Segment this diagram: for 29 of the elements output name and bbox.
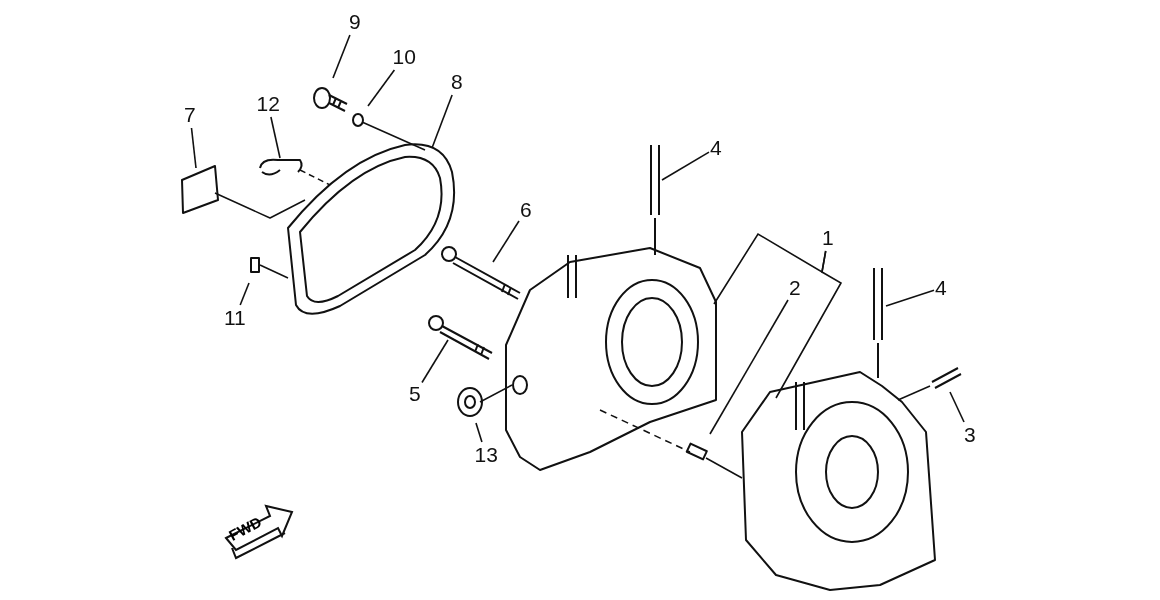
leader-line [709,299,789,435]
callout-number: 12 [256,92,280,116]
leader-line [475,422,483,443]
callout-number: 9 [349,10,361,34]
callout-number: 6 [520,198,532,222]
leader-line [367,69,396,107]
callout-number: 7 [184,103,196,127]
leader-line [431,94,453,149]
leader-line [190,127,197,169]
callout-number: 2 [789,276,801,300]
leader-line [492,220,520,263]
callout-number: 4 [710,136,722,160]
callout-number: 4 [935,276,947,300]
leader-line [661,151,710,181]
leader-line [239,282,250,306]
callout-number: 1 [822,226,834,250]
leader-line [421,339,449,384]
callout-number: 13 [474,443,498,467]
leader-line [885,289,935,307]
callout-number: 11 [224,306,246,330]
callout-number: 5 [409,382,421,406]
leader-line [332,34,351,79]
callout-number: 8 [451,70,463,94]
callout-number: 3 [964,423,976,447]
leader-line [270,116,281,159]
direction-label: FWD [226,513,265,544]
leader-line [949,391,965,423]
leader-line [775,250,843,399]
callout-number: 10 [392,45,416,69]
